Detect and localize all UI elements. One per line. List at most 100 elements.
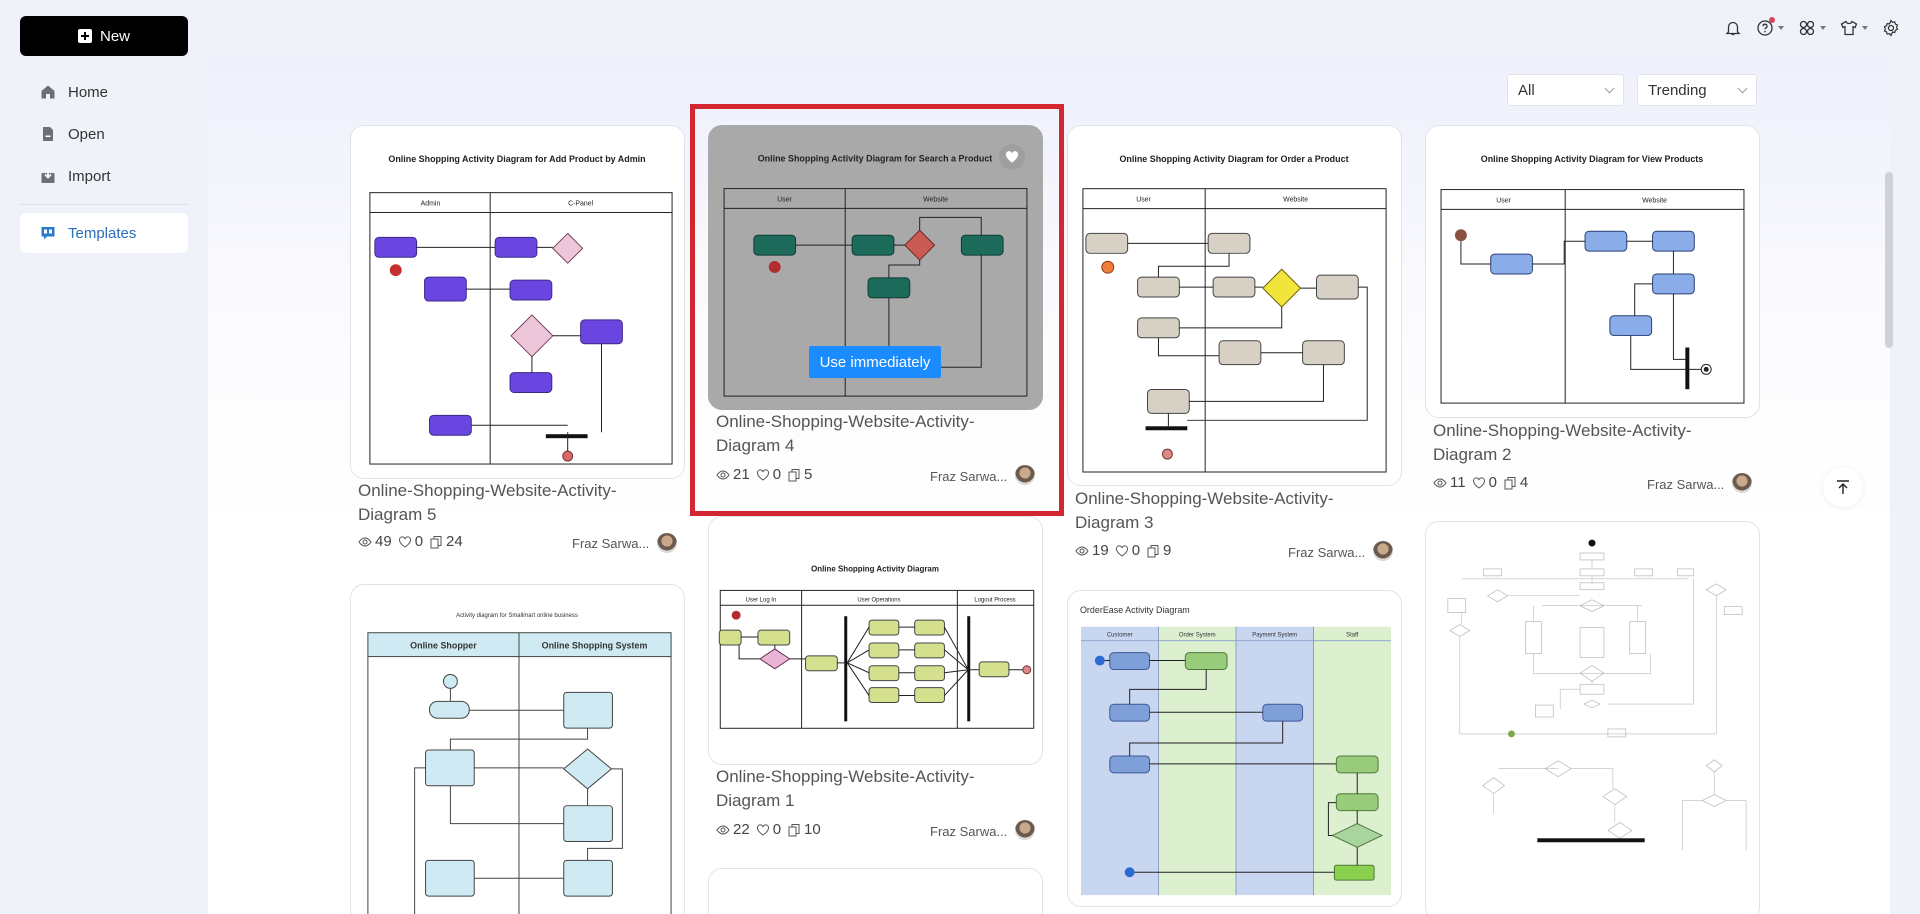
likes-stat: 0 bbox=[756, 466, 781, 483]
diagram-preview: Activity diagram for Smallmart online bu… bbox=[367, 613, 672, 914]
copy-icon bbox=[788, 823, 800, 836]
import-icon bbox=[41, 169, 55, 183]
sidebar-item-label: Open bbox=[68, 125, 105, 143]
svg-text:Admin: Admin bbox=[421, 201, 441, 208]
favorite-button[interactable] bbox=[999, 144, 1025, 170]
template-title[interactable]: Online-Shopping-Website-Activity-Diagram… bbox=[1075, 489, 1334, 532]
use-immediately-button[interactable]: Use immediately bbox=[809, 346, 941, 378]
settings-icon bbox=[1883, 19, 1899, 37]
svg-text:Website: Website bbox=[1283, 197, 1308, 204]
svg-text:Online Shopping Activity Diagr: Online Shopping Activity Diagram for Ord… bbox=[1119, 154, 1348, 164]
sort-select[interactable]: Trending bbox=[1637, 74, 1757, 106]
author-name: Fraz Sarwa... bbox=[930, 824, 1008, 839]
copies-stat: 10 bbox=[787, 821, 821, 838]
svg-text:User: User bbox=[1136, 197, 1151, 204]
svg-text:Staff: Staff bbox=[1346, 633, 1358, 639]
eye-icon bbox=[358, 536, 372, 547]
svg-text:Online Shopping Activity Diagr: Online Shopping Activity Diagram for Sea… bbox=[758, 154, 993, 164]
notifications-button[interactable] bbox=[1724, 19, 1742, 37]
apps-icon bbox=[1799, 20, 1815, 36]
copies-stat: 24 bbox=[429, 533, 463, 550]
templates-icon bbox=[41, 227, 55, 240]
eye-icon bbox=[716, 469, 730, 480]
svg-text:Activity diagram for Smallmart: Activity diagram for Smallmart online bu… bbox=[456, 613, 578, 619]
author-avatar[interactable] bbox=[1373, 541, 1393, 561]
svg-text:Online Shopping Activity Diagr: Online Shopping Activity Diagram for Vie… bbox=[1481, 154, 1704, 164]
likes-stat: 0 bbox=[1115, 542, 1140, 559]
template-title[interactable]: Online-Shopping-Website-Activity-Diagram… bbox=[358, 481, 617, 524]
template-stats: 22 0 10 bbox=[716, 821, 821, 838]
author-avatar[interactable] bbox=[1015, 820, 1035, 840]
new-button-label: New bbox=[99, 27, 130, 45]
eye-icon bbox=[716, 824, 730, 835]
heart-icon bbox=[1472, 476, 1485, 489]
svg-text:Website: Website bbox=[1642, 197, 1667, 204]
chevron-down-icon bbox=[1778, 26, 1784, 30]
svg-text:User: User bbox=[1496, 197, 1511, 204]
sidebar-item-templates[interactable]: Templates bbox=[20, 213, 188, 253]
template-thumbnail[interactable] bbox=[1425, 521, 1760, 914]
chevron-down-icon bbox=[1737, 83, 1748, 93]
author-name: Fraz Sarwa... bbox=[1288, 545, 1366, 560]
svg-text:Website: Website bbox=[923, 196, 948, 203]
template-thumbnail[interactable]: OrderEase Activity Diagram Customer Orde… bbox=[1067, 590, 1402, 907]
likes-stat: 0 bbox=[1472, 474, 1497, 491]
sidebar-item-open[interactable]: Open bbox=[20, 114, 188, 154]
diagram-preview: Online Shopping Activity Diagram for Ord… bbox=[1082, 154, 1387, 473]
author-avatar[interactable] bbox=[1732, 473, 1752, 493]
svg-text:Logout Process: Logout Process bbox=[974, 597, 1015, 603]
sidebar-item-import[interactable]: Import bbox=[20, 156, 188, 196]
heart-icon bbox=[756, 468, 769, 481]
svg-text:Customer: Customer bbox=[1107, 633, 1133, 639]
diagram-preview: Online Shopping Activity Diagram for Add… bbox=[369, 154, 673, 465]
author-avatar[interactable] bbox=[1015, 465, 1035, 485]
sidebar-item-label: Templates bbox=[68, 224, 137, 242]
svg-text:User Operations: User Operations bbox=[857, 597, 900, 603]
settings-button[interactable] bbox=[1882, 19, 1900, 37]
template-thumbnail[interactable]: Online Shopping Activity Diagram for Add… bbox=[350, 125, 685, 479]
diagram-preview: Online Shopping Activity Diagram for Vie… bbox=[1440, 154, 1745, 404]
new-button[interactable]: New bbox=[20, 16, 188, 56]
sidebar-item-home[interactable]: Home bbox=[20, 72, 188, 112]
template-thumbnail[interactable]: Online Shopping Activity Diagram for Ord… bbox=[1067, 125, 1402, 486]
views-stat: 21 bbox=[716, 466, 750, 483]
svg-text:OrderEase Activity Diagram: OrderEase Activity Diagram bbox=[1080, 605, 1190, 615]
scrollbar[interactable] bbox=[1885, 172, 1893, 348]
back-to-top-button[interactable] bbox=[1823, 467, 1863, 507]
author-name: Fraz Sarwa... bbox=[572, 536, 650, 551]
diagram-preview bbox=[1447, 539, 1747, 851]
template-title[interactable]: Online-Shopping-Website-Activity-Diagram… bbox=[1433, 421, 1692, 464]
template-thumbnail[interactable]: Online Shopping Activity Diagram for Vie… bbox=[1425, 125, 1760, 418]
copy-icon bbox=[788, 468, 800, 481]
template-title[interactable]: Online-Shopping-Website-Activity-Diagram… bbox=[716, 767, 975, 810]
home-icon bbox=[41, 85, 55, 99]
theme-button[interactable] bbox=[1840, 19, 1868, 37]
plus-icon bbox=[77, 29, 92, 43]
chevron-down-icon bbox=[1604, 83, 1615, 93]
diagram-preview: Online Shopping Activity Diagram for Sea… bbox=[723, 154, 1028, 397]
svg-text:Payment System: Payment System bbox=[1252, 633, 1297, 639]
file-icon bbox=[43, 127, 53, 141]
template-thumbnail[interactable]: Online Shopping Activity Diagram User Lo… bbox=[708, 516, 1043, 765]
views-stat: 19 bbox=[1075, 542, 1109, 559]
template-stats: 49 0 24 bbox=[358, 533, 463, 550]
template-stats: 11 0 4 bbox=[1433, 474, 1528, 491]
template-thumbnail[interactable]: Activity diagram for Smallmart online bu… bbox=[350, 584, 685, 914]
author-avatar[interactable] bbox=[657, 533, 677, 553]
category-filter-select[interactable]: All bbox=[1507, 74, 1624, 106]
diagram-preview: Online Shopping Activity Diagram User Lo… bbox=[718, 565, 1035, 729]
help-button[interactable] bbox=[1756, 17, 1784, 37]
apps-button[interactable] bbox=[1798, 19, 1826, 37]
diagram-preview: OrderEase Activity Diagram Customer Orde… bbox=[1080, 605, 1392, 896]
heart-icon bbox=[1115, 544, 1128, 557]
template-thumbnail[interactable] bbox=[708, 868, 1043, 914]
bell-icon bbox=[1725, 21, 1741, 36]
svg-text:User: User bbox=[777, 196, 792, 203]
svg-text:Online Shopping Activity Diagr: Online Shopping Activity Diagram bbox=[811, 565, 939, 574]
copies-stat: 5 bbox=[787, 466, 812, 483]
sidebar-divider bbox=[20, 204, 188, 205]
help-icon bbox=[1757, 20, 1773, 36]
template-title[interactable]: Online-Shopping-Website-Activity-Diagram… bbox=[716, 412, 975, 455]
heart-icon bbox=[1005, 151, 1019, 163]
views-stat: 11 bbox=[1433, 474, 1466, 491]
